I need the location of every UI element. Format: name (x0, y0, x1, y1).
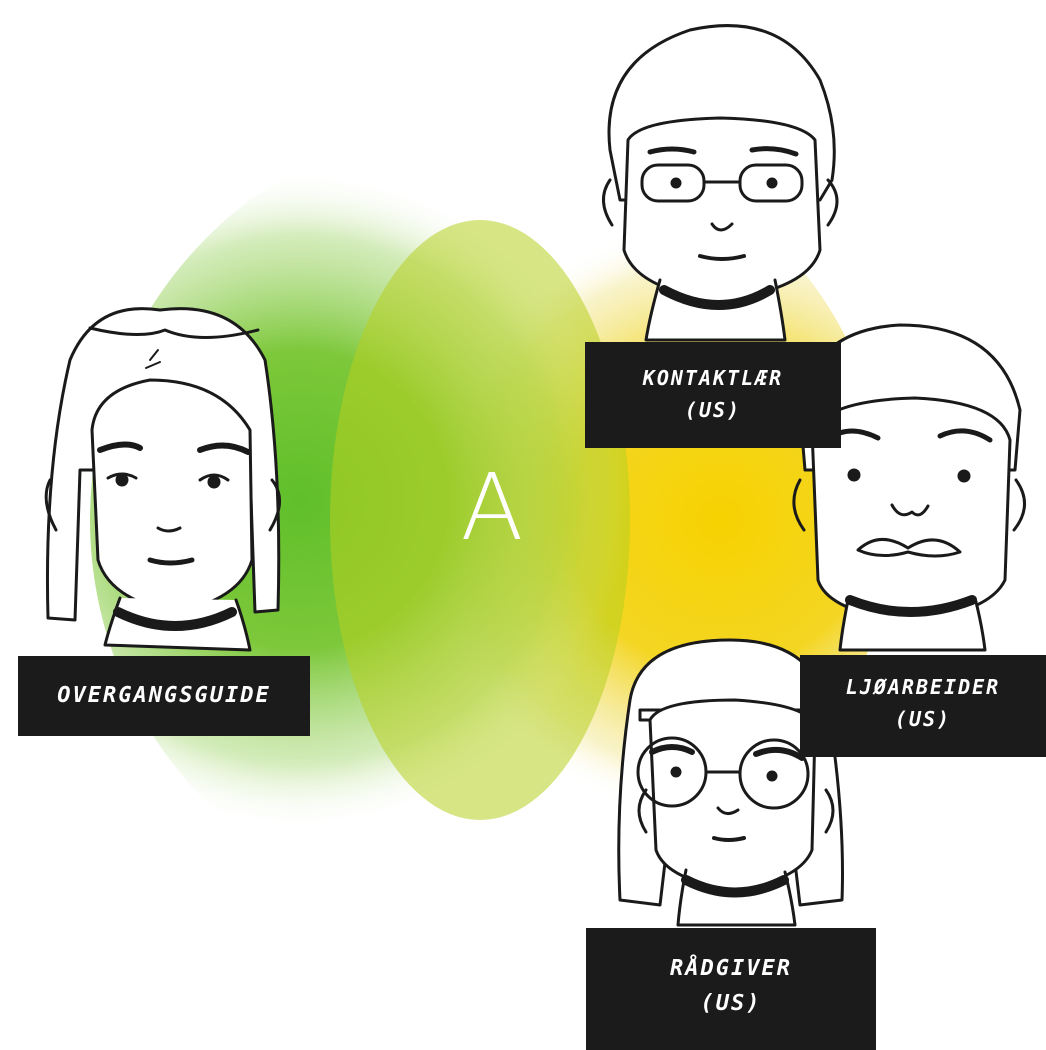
label-radgiver-sub: (US) (586, 981, 876, 1016)
label-overgangsguide-text: OVERGANGSGUIDE (18, 656, 310, 736)
label-miljoarbeider-title: LJØARBEIDER (800, 655, 1046, 699)
label-kontaktlaerer-title: KONTAKTLÆR (585, 342, 841, 390)
label-kontaktlaerer: KONTAKTLÆR (US) (585, 342, 841, 448)
label-miljoarbeider-sub: (US) (800, 699, 1046, 731)
label-radgiver-title: RÅDGIVER (586, 928, 876, 981)
label-radgiver: RÅDGIVER (US) (586, 928, 876, 1050)
center-letter: A (452, 462, 532, 554)
label-kontaktlaerer-sub: (US) (585, 390, 841, 422)
label-miljoarbeider: LJØARBEIDER (US) (800, 655, 1046, 757)
label-overgangsguide: OVERGANGSGUIDE (18, 656, 310, 736)
